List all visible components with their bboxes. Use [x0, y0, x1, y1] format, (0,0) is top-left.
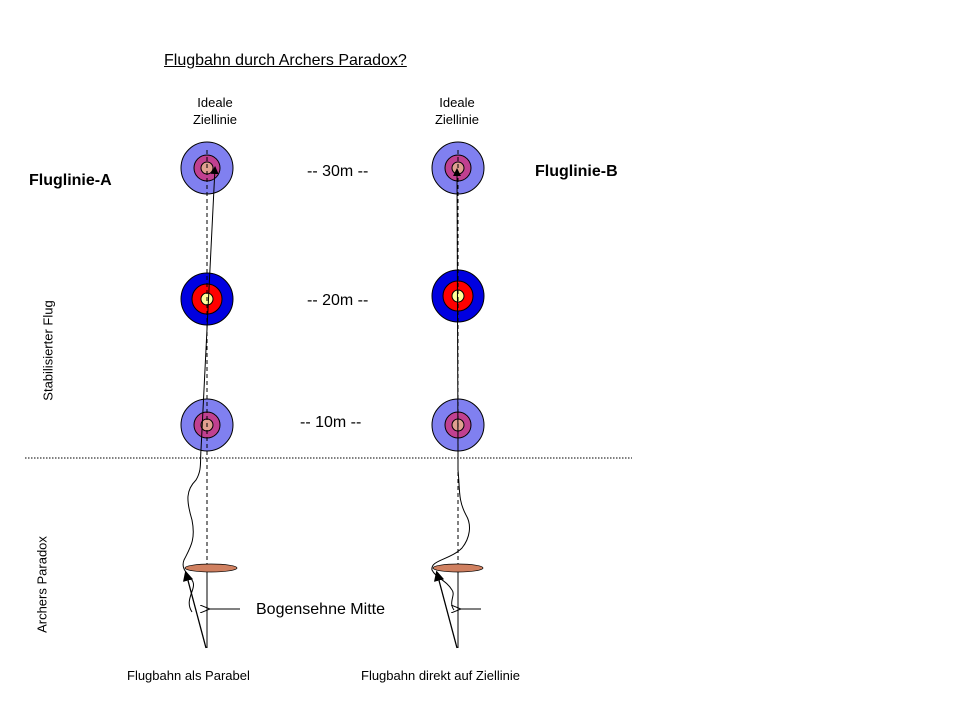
zone-paradox-label: Archers Paradox — [34, 536, 50, 633]
caption-a: Flugbahn als Parabel — [127, 668, 250, 683]
arrow-rest-a — [184, 563, 238, 573]
line-b-label: Fluglinie-B — [535, 163, 618, 180]
line-a-label: Fluglinie-A — [29, 172, 112, 189]
flight-path-a — [182, 570, 207, 649]
zone-stable-label: Stabilisierter Flug — [40, 300, 56, 401]
wiggle-b — [431, 168, 470, 611]
flight-path-b — [433, 570, 458, 649]
title: Flugbahn durch Archers Paradox? — [164, 52, 407, 69]
wiggle-a — [182, 166, 219, 613]
distance-30m: -- 30m -- — [307, 163, 369, 180]
distance-10m: -- 10m -- — [300, 414, 362, 431]
arrow-rest-b — [432, 563, 484, 573]
bowstring-label: Bogensehne Mitte — [256, 601, 385, 618]
distance-20m: -- 20m -- — [307, 292, 369, 309]
caption-b: Flugbahn direkt auf Ziellinie — [361, 668, 520, 683]
